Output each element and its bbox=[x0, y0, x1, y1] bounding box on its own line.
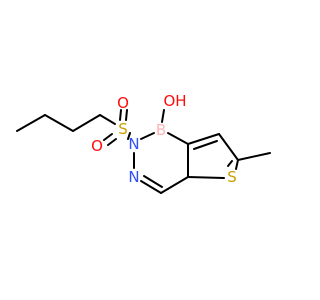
atom-o-bottom: O bbox=[91, 137, 103, 155]
bond-propyl-2 bbox=[44, 114, 74, 132]
atom-o-top: O bbox=[117, 94, 129, 112]
bond-c7-c6 bbox=[218, 133, 239, 161]
bond-n1-b bbox=[140, 132, 155, 140]
bond-c6-s bbox=[235, 159, 239, 170]
molecule-structure: OH B N N S O O S bbox=[16, 92, 271, 194]
bond-s-o-bottom-a bbox=[103, 133, 113, 141]
bond-n2-c4-b bbox=[143, 175, 163, 188]
bond-b-c7a bbox=[167, 132, 189, 145]
bond-b-oh bbox=[161, 109, 165, 123]
bond-c4-c3a bbox=[160, 176, 189, 194]
bond-s-n bbox=[127, 132, 131, 140]
bond-c7a-c7-inner bbox=[193, 140, 218, 150]
atom-b: B bbox=[156, 121, 166, 139]
bond-methyl bbox=[237, 152, 271, 161]
atom-s-thiophene: S bbox=[227, 168, 237, 186]
bond-s-o-top-b bbox=[125, 109, 128, 121]
bond-s-chain bbox=[99, 114, 116, 125]
atom-n1: N bbox=[128, 135, 139, 153]
bond-propyl-1 bbox=[16, 114, 46, 132]
atom-n2: N bbox=[128, 168, 139, 186]
atom-s-sulfonyl: S bbox=[118, 120, 128, 138]
bond-c7a-c7 bbox=[187, 133, 220, 145]
bond-s-o-bottom-b bbox=[107, 138, 117, 146]
bond-n2-c4-a bbox=[140, 180, 162, 194]
atom-layer: OH B N N S O O S bbox=[91, 92, 237, 186]
bond-s-o-top-a bbox=[119, 109, 122, 121]
bond-propyl-3 bbox=[72, 114, 101, 132]
bond-s-c3a bbox=[187, 176, 225, 179]
atom-o-h: OH bbox=[163, 92, 186, 110]
bond-c6-c6-inner bbox=[227, 160, 233, 167]
bond-layer bbox=[16, 109, 271, 194]
